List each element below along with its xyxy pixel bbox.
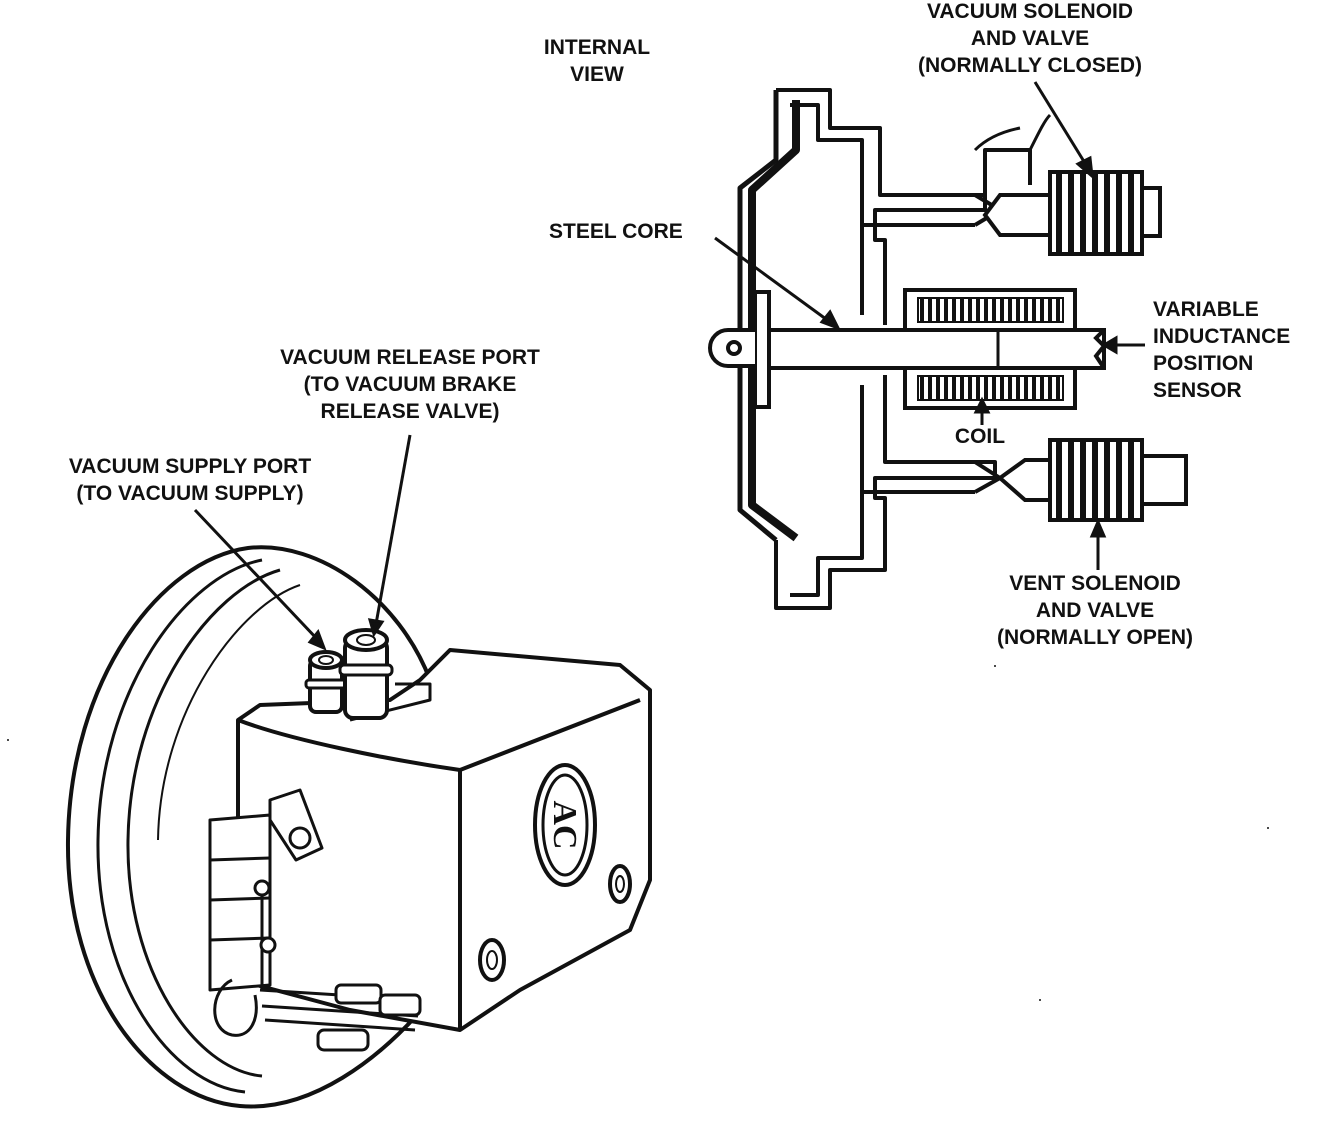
label-internal-view: INTERNAL VIEW (543, 36, 651, 86)
ac-logo-text: AC (546, 800, 583, 849)
scan-specks (7, 665, 1269, 1001)
steel-core (708, 290, 1107, 409)
coil-assembly (885, 288, 1077, 410)
vacuum-solenoid-valve (973, 113, 1162, 256)
vent-solenoid-valve (996, 438, 1188, 522)
internal-view-cross-section (737, 88, 1032, 610)
leader-lines-external (193, 434, 412, 651)
label-vent-solenoid: VENT SOLENOID AND VALVE (NORMALLY OPEN) (996, 572, 1193, 649)
label-vacuum-solenoid: VACUUM SOLENOID AND VALVE (NORMALLY CLOS… (917, 0, 1142, 77)
label-position-sensor: VARIABLE INDUCTANCE POSITION SENSOR (1153, 298, 1291, 402)
label-steel-core: STEEL CORE (549, 220, 683, 243)
vacuum-supply-port-fitting (304, 650, 348, 714)
label-vacuum-supply-port: VACUUM SUPPLY PORT (TO VACUUM SUPPLY) (68, 455, 312, 505)
label-coil: COIL (954, 425, 1006, 448)
vacuum-release-port-fitting (338, 628, 394, 720)
servo-external-assembly: AC (65, 545, 652, 1109)
leader-lines-internal (714, 81, 1145, 570)
label-vacuum-release-port: VACUUM RELEASE PORT (TO VACUUM BRAKE REL… (280, 346, 540, 423)
electrical-connector (208, 788, 422, 1052)
